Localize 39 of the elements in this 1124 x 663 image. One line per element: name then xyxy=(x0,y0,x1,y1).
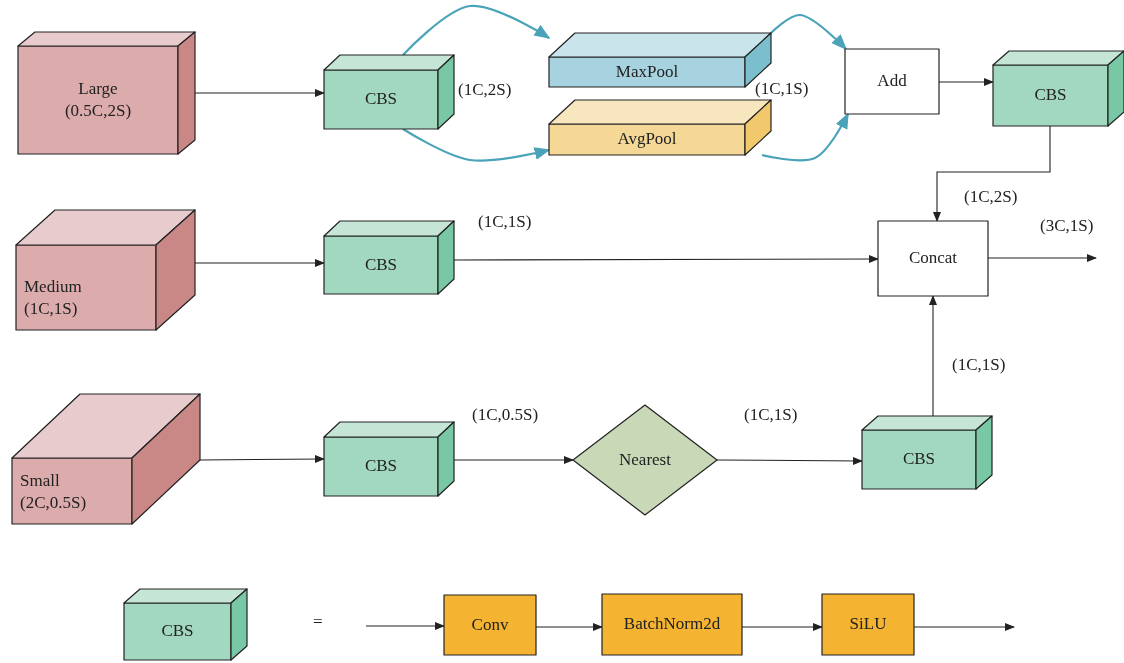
arrow xyxy=(199,455,325,464)
dimension-label: (1C,2S) xyxy=(458,80,512,100)
block-label: CBS xyxy=(902,448,936,471)
block-label: Large xyxy=(78,77,118,100)
block-label: Concat xyxy=(908,247,958,270)
block-label: CBS xyxy=(364,253,398,276)
arrow xyxy=(453,456,574,464)
arrow xyxy=(453,255,879,263)
edge-label: (1C,1S) xyxy=(744,405,798,425)
block-label: AvgPool xyxy=(617,128,677,151)
equals-sign: = xyxy=(313,612,323,632)
edge-label: (1C,0.5S) xyxy=(472,405,539,425)
block-label: Medium xyxy=(24,275,82,298)
arrow xyxy=(402,4,551,56)
edge-label: (1C,2S) xyxy=(964,187,1018,207)
block-label: MaxPool xyxy=(615,60,679,83)
edge-label: (3C,1S) xyxy=(1040,216,1094,236)
arrow xyxy=(933,125,1051,222)
block-label: BatchNorm2d xyxy=(623,613,721,636)
block-label: CBS xyxy=(1034,84,1067,107)
arrow xyxy=(770,13,848,51)
block-label: (1C,1S) xyxy=(24,297,78,320)
block-label: (2C,0.5S) xyxy=(20,491,87,514)
block-label: Conv xyxy=(471,613,509,636)
block-label: Add xyxy=(877,70,907,93)
block-label: Nearest xyxy=(619,448,671,471)
edge-label: (1C,1S) xyxy=(478,212,532,232)
arrow xyxy=(761,112,849,162)
dimension-label: (1C,1S) xyxy=(755,79,809,99)
block-label: SiLU xyxy=(849,613,887,636)
arrow xyxy=(929,295,937,417)
block-label: CBS xyxy=(161,620,194,643)
block-label: CBS xyxy=(364,88,398,111)
block-label: Small xyxy=(20,469,60,492)
edge-label: (1C,1S) xyxy=(952,355,1006,375)
arrow xyxy=(716,456,863,465)
block-label: CBS xyxy=(364,455,398,478)
block-label: (0.5C,2S) xyxy=(64,100,132,122)
arrow xyxy=(365,622,445,630)
